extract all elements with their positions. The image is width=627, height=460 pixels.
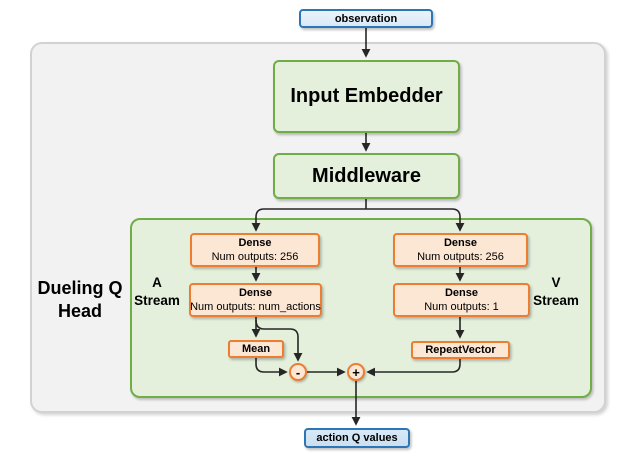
mean-label: Mean <box>241 343 271 355</box>
middleware-label: Middleware <box>312 164 421 187</box>
plus-operator-node: + <box>347 363 365 381</box>
a-stream-label-line2: Stream <box>134 292 180 308</box>
a-stream-dense-2-node: Dense Num outputs: num_actions <box>189 283 322 317</box>
v-stream-label-line2: Stream <box>533 292 579 308</box>
v-stream-dense-1-title: Dense <box>443 236 478 249</box>
a-stream-dense-1-subtitle: Num outputs: 256 <box>211 251 299 263</box>
a-stream-dense-1-title: Dense <box>238 236 272 249</box>
action-q-values-label: action Q values <box>316 432 398 444</box>
plus-operator-label: + <box>352 364 360 380</box>
v-stream-dense-2-title: Dense <box>444 286 479 299</box>
observation-label: observation <box>334 12 398 25</box>
repeat-vector-label: RepeatVector <box>425 344 496 356</box>
a-stream-dense-2-subtitle: Num outputs: num_actions <box>190 301 321 313</box>
a-stream-label-line1: A <box>152 275 162 290</box>
minus-operator-label: - <box>295 364 301 380</box>
mean-node: Mean <box>228 340 284 358</box>
v-stream-dense-1-node: Dense Num outputs: 256 <box>393 233 528 267</box>
a-stream-dense-1-node: Dense Num outputs: 256 <box>190 233 320 267</box>
action-q-values-node: action Q values <box>304 428 410 448</box>
a-stream-dense-2-title: Dense <box>238 286 273 299</box>
dueling-q-head-label-line2: Head <box>57 301 102 322</box>
v-stream-dense-2-node: Dense Num outputs: 1 <box>393 283 530 317</box>
input-embedder-label: Input Embedder <box>290 85 443 107</box>
v-stream-dense-1-subtitle: Num outputs: 256 <box>417 251 504 263</box>
dueling-q-head-label-line1: Dueling Q <box>37 278 123 298</box>
v-stream-dense-2-subtitle: Num outputs: 1 <box>424 301 499 313</box>
v-stream-label-line1: V <box>551 275 561 290</box>
dueling-q-head-label: Dueling Q Head <box>28 277 132 324</box>
middleware-node: Middleware <box>273 153 460 199</box>
minus-operator-node: - <box>289 363 307 381</box>
repeat-vector-node: RepeatVector <box>411 341 510 359</box>
observation-node: observation <box>299 9 433 28</box>
input-embedder-node: Input Embedder <box>273 60 460 133</box>
a-stream-label: A Stream <box>127 274 187 310</box>
v-stream-label: V Stream <box>526 274 586 310</box>
